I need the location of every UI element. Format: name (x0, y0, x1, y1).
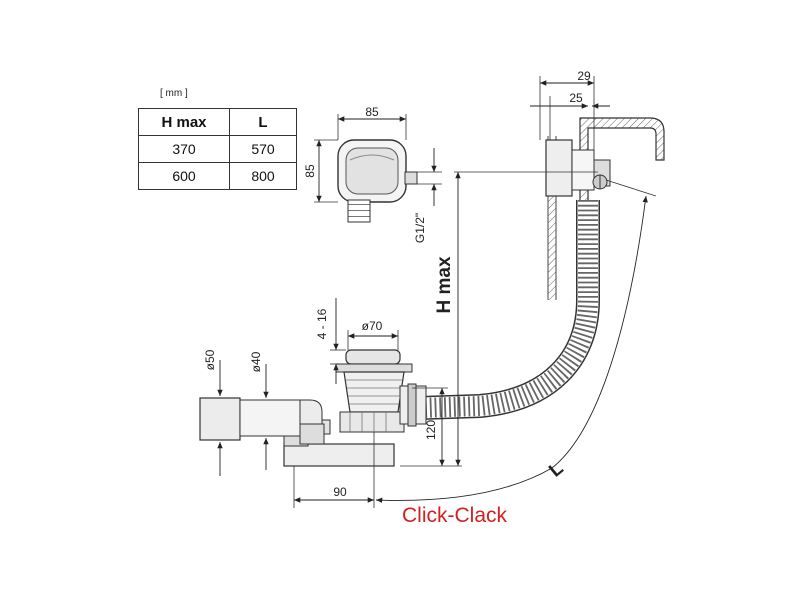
outlet-inner-dimension: ø40 (249, 351, 269, 470)
offset-25-label: 25 (569, 91, 583, 105)
brand-label: Click-Clack (402, 504, 507, 527)
outlet-inner-label: ø40 (249, 351, 263, 372)
table-cell: 370 (138, 135, 230, 163)
table-row: 370 570 (138, 135, 297, 163)
overflow-height-label: 85 (303, 164, 317, 178)
overflow-height-dimension: 85 (303, 139, 338, 203)
height-120-label: 120 (424, 420, 438, 440)
outlet-pipe (199, 397, 325, 445)
stroke-dimension: 4 - 16 (315, 298, 346, 384)
table-row: 600 800 (138, 162, 297, 190)
table-cell: 570 (229, 135, 297, 163)
offset-29-dimension: 29 (539, 69, 595, 150)
stroke-label: 4 - 16 (315, 308, 329, 339)
length-label: L (545, 458, 568, 482)
plug-diameter-dimension: ø70 (347, 319, 399, 350)
overflow-width-dimension: 85 (337, 105, 407, 140)
offset-25-dimension: 25 (530, 91, 610, 140)
overflow-cap (337, 139, 418, 223)
offset-90-dimension: 90 (293, 432, 375, 508)
table-header-row: H max L (138, 108, 297, 136)
unit-note: [ mm ] (160, 88, 188, 99)
outlet-outer-label: ø50 (203, 349, 217, 370)
table-cell: 600 (138, 162, 230, 190)
header-l: L (229, 108, 297, 136)
table-cell: 800 (229, 162, 297, 190)
overflow-width-label: 85 (365, 105, 379, 119)
header-h-max: H max (138, 108, 230, 136)
overflow-assembly (545, 139, 611, 197)
dimensions-table: H max L 370 570 600 800 (138, 108, 297, 190)
plug-diameter-label: ø70 (362, 319, 383, 333)
outlet-outer-dimension: ø50 (203, 349, 223, 476)
waste-body (335, 349, 427, 433)
offset-90-label: 90 (333, 485, 347, 499)
thread-label: G1/2" (413, 213, 427, 243)
offset-29-label: 29 (577, 69, 591, 83)
thread-dimension: G1/2" (413, 148, 442, 243)
h-max-label: H max (434, 256, 455, 313)
